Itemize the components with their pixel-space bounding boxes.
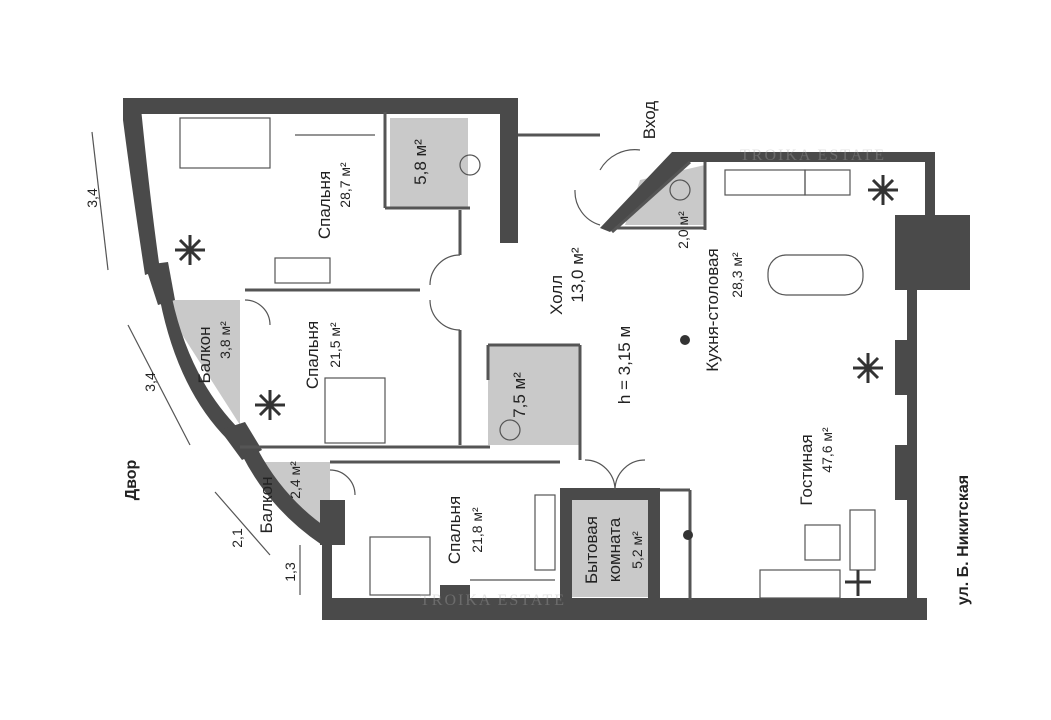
outer-walls: [123, 98, 970, 620]
kitchen-area: 28,3 м²: [729, 252, 745, 298]
bedroom-3-area: 21,8 м²: [469, 507, 485, 553]
bathroom-2-area: 7,5 м²: [510, 372, 529, 418]
bedroom-2-name: Спальня: [303, 321, 322, 389]
courtyard-label: Двор: [123, 459, 140, 500]
interior-walls: [240, 112, 707, 600]
hall-area: 13,0 м²: [568, 247, 587, 302]
dimension-label: 3,4: [84, 188, 100, 208]
utility-room-floor: [572, 497, 650, 597]
marker: [683, 530, 693, 540]
hall-name: Холл: [547, 275, 566, 315]
bedroom-1-name: Спальня: [315, 171, 334, 239]
dimension-label: 3,4: [142, 372, 158, 392]
bathroom-2-floor: [488, 345, 580, 445]
center-marker: [680, 335, 690, 345]
plant-icons: [175, 175, 898, 596]
utility-room-name-1: Бытовая: [582, 516, 601, 584]
dimension-label: 2,1: [229, 528, 245, 548]
watermark: TROIKA ESTATE: [740, 147, 886, 164]
living-room-area: 47,6 м²: [819, 427, 835, 473]
furniture: [179, 117, 876, 599]
balcony-1-name: Балкон: [195, 326, 214, 383]
balcony-2-name: Балкон: [257, 476, 276, 533]
balcony-1-area: 3,8 м²: [217, 321, 233, 359]
balcony-2-area: 2,4 м²: [287, 461, 303, 499]
wc-floor: [625, 165, 705, 225]
kitchen-name: Кухня-столовая: [703, 248, 722, 371]
watermark: TROIKA ESTATE: [420, 592, 566, 609]
utility-room-name-2: комната: [605, 517, 624, 582]
living-room-name: Гостиная: [797, 434, 816, 505]
dimension-label: 1,3: [282, 562, 298, 582]
doors: [244, 134, 646, 581]
bathroom-1-floor: [390, 118, 468, 208]
bedroom-2-area: 21,5 м²: [327, 322, 343, 368]
wc-area: 2,0 м²: [675, 211, 691, 249]
utility-room-area: 5,2 м²: [629, 531, 645, 569]
bathroom-1-area: 5,8 м²: [411, 139, 430, 185]
street-label: ул. Б. Никитская: [955, 475, 972, 605]
entrance-label: Вход: [640, 101, 659, 140]
bedroom-3-name: Спальня: [445, 496, 464, 564]
bedroom-1-area: 28,7 м²: [337, 162, 353, 208]
ceiling-height: h = 3,15 м: [615, 326, 634, 404]
dimension-lines: [91, 131, 301, 595]
